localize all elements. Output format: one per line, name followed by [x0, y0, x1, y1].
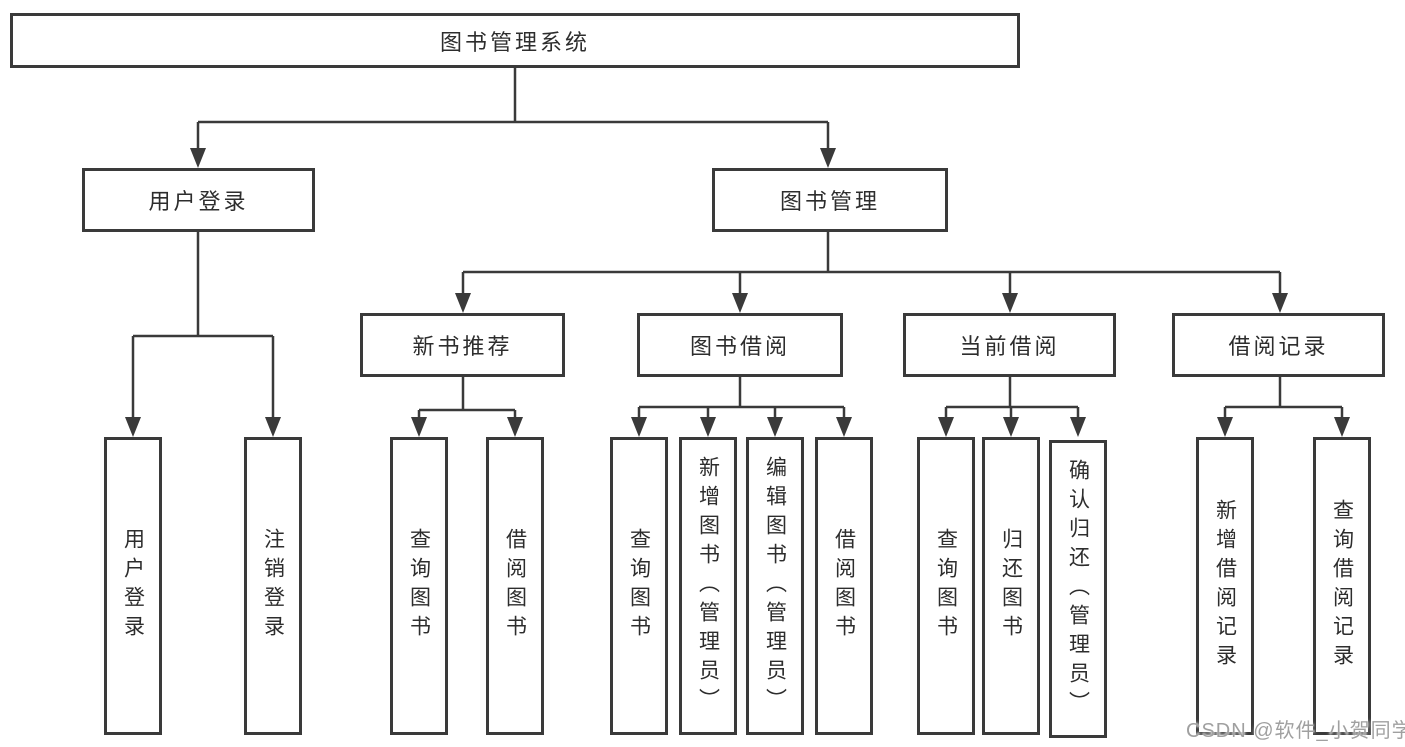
leaf-edit-book-admin: 编辑图书（管理员）	[746, 437, 804, 735]
leaf-confirm-return-admin: 确认归还（管理员）	[1049, 440, 1107, 738]
connector-borrow-children	[637, 377, 846, 419]
leaf-user-login: 用户登录	[104, 437, 162, 735]
leaf-add-borrow-record: 新增借阅记录	[1196, 437, 1254, 735]
arrow-leaf-2	[265, 417, 281, 437]
leaf-edit-book-admin-label: 编辑图书（管理员）	[763, 455, 787, 717]
arrow-leaf-12	[1217, 417, 1233, 437]
arrow-to-user-login	[190, 148, 206, 168]
leaf-add-borrow-record-label: 新增借阅记录	[1213, 499, 1237, 673]
leaf-logout-label: 注销登录	[261, 528, 285, 644]
node-root: 图书管理系统	[10, 13, 1020, 68]
leaf-current-query-book-label: 查询图书	[934, 528, 958, 644]
leaf-confirm-return-admin-label: 确认归还（管理员）	[1066, 458, 1090, 720]
leaf-add-book-admin-label: 新增图书（管理员）	[696, 455, 720, 717]
arrow-leaf-10	[1003, 417, 1019, 437]
leaf-return-book: 归还图书	[982, 437, 1040, 735]
node-new-book-recommend: 新书推荐	[360, 313, 565, 377]
leaf-query-borrow-record-label: 查询借阅记录	[1330, 499, 1354, 673]
leaf-query-borrow-record: 查询借阅记录	[1313, 437, 1371, 735]
leaf-user-login-label: 用户登录	[121, 528, 145, 644]
arrow-leaf-9	[938, 417, 954, 437]
leaf-recommend-borrow-book: 借阅图书	[486, 437, 544, 735]
leaf-borrow-query-book-label: 查询图书	[627, 528, 651, 644]
leaf-borrow-book-label: 借阅图书	[832, 528, 856, 644]
node-current-borrow-label: 当前借阅	[959, 334, 1060, 359]
arrow-to-borrow-record	[1272, 293, 1288, 313]
connector-user-login-children	[131, 232, 275, 419]
arrow-leaf-7	[767, 417, 783, 437]
arrowheads	[125, 148, 1350, 437]
connector-book-mgmt-children	[461, 232, 1282, 295]
node-current-borrow: 当前借阅	[903, 313, 1116, 377]
arrow-leaf-11	[1070, 417, 1086, 437]
leaf-recommend-borrow-book-label: 借阅图书	[503, 528, 527, 644]
arrow-to-book-mgmt	[820, 148, 836, 168]
arrow-to-book-borrow	[732, 293, 748, 313]
leaf-logout: 注销登录	[244, 437, 302, 735]
connector-recommend-children	[417, 377, 517, 419]
arrow-leaf-4	[507, 417, 523, 437]
node-book-mgmt-label: 图书管理	[779, 189, 880, 214]
arrow-leaf-1	[125, 417, 141, 437]
arrow-to-recommend	[455, 293, 471, 313]
arrow-leaf-5	[631, 417, 647, 437]
node-borrow-record-label: 借阅记录	[1228, 334, 1329, 359]
node-user-login-label: 用户登录	[148, 189, 249, 214]
node-root-label: 图书管理系统	[439, 29, 590, 55]
node-borrow-record: 借阅记录	[1172, 313, 1385, 377]
node-book-borrow: 图书借阅	[637, 313, 843, 377]
node-new-book-recommend-label: 新书推荐	[412, 334, 513, 359]
arrow-leaf-3	[411, 417, 427, 437]
leaf-recommend-query-book: 查询图书	[390, 437, 448, 735]
connector-root-to-level2	[196, 68, 830, 150]
leaf-borrow-query-book: 查询图书	[610, 437, 668, 735]
arrow-leaf-6	[700, 417, 716, 437]
connector-current-children	[944, 377, 1080, 419]
node-book-mgmt: 图书管理	[712, 168, 948, 232]
csdn-watermark: CSDN @软件_小贺同学	[1186, 720, 1405, 742]
arrow-leaf-8	[836, 417, 852, 437]
arrow-leaf-13	[1334, 417, 1350, 437]
arrow-to-current-borrow	[1002, 293, 1018, 313]
leaf-add-book-admin: 新增图书（管理员）	[679, 437, 737, 735]
node-user-login: 用户登录	[82, 168, 315, 232]
leaf-recommend-query-book-label: 查询图书	[407, 528, 431, 644]
leaf-return-book-label: 归还图书	[999, 528, 1023, 644]
node-book-borrow-label: 图书借阅	[689, 334, 790, 359]
leaf-borrow-book: 借阅图书	[815, 437, 873, 735]
connector-record-children	[1223, 377, 1344, 419]
leaf-current-query-book: 查询图书	[917, 437, 975, 735]
